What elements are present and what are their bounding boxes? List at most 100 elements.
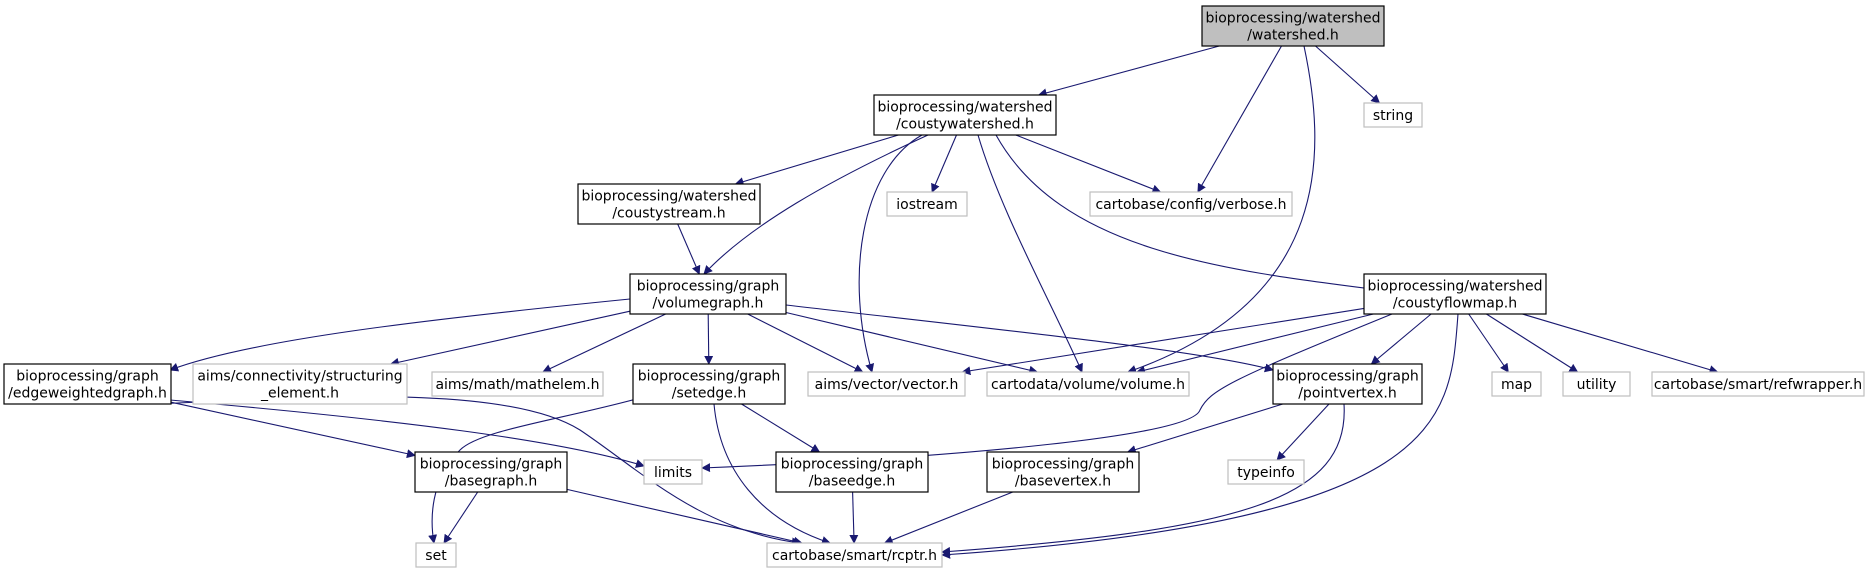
node-label-line: /basegraph.h (445, 474, 537, 490)
node-label-line: cartobase/config/verbose.h (1095, 197, 1286, 213)
node-label-line: bioprocessing/graph (638, 369, 781, 385)
edge-coustywatershed_h-to-volume_h (977, 134, 1083, 373)
node-vector_h: aims/vector/vector.h (807, 371, 966, 397)
edge-pointvertex_h-to-typeinfo (1276, 403, 1330, 461)
node-box (1272, 363, 1423, 405)
node-box (1201, 5, 1385, 47)
edge-coustywatershed_h-to-coustystream_h (734, 134, 899, 186)
node-box (1651, 371, 1865, 397)
edge-basegraph_h-to-set (443, 491, 479, 544)
node-label-line: aims/vector/vector.h (815, 377, 959, 393)
node-box (643, 459, 703, 485)
node-edgeweightedgraph_h[interactable]: bioprocessing/graph/edgeweightedgraph.h (3, 363, 172, 405)
edge-volumegraph_h-to-pointvertex_h (785, 304, 1274, 373)
dependency-edges (149, 45, 1719, 559)
node-rcptr_h: cartobase/smart/rcptr.h (766, 542, 943, 568)
node-label-line: utility (1577, 377, 1617, 393)
edge-coustyflowmap_h-to-volume_h (1136, 313, 1374, 375)
node-label-line: /volumegraph.h (653, 296, 764, 312)
node-label-line: aims/math/mathelem.h (435, 377, 599, 393)
node-box (986, 451, 1140, 493)
node-box (807, 371, 966, 397)
node-verbose_h: cartobase/config/verbose.h (1089, 191, 1293, 217)
node-box (1491, 371, 1542, 397)
node-coustyflowmap_h[interactable]: bioprocessing/watershed/coustyflowmap.h (1363, 273, 1547, 315)
node-box (1227, 459, 1305, 485)
node-coustywatershed_h[interactable]: bioprocessing/watershed/coustywatershed.… (873, 94, 1057, 136)
node-label-line: bioprocessing/graph (16, 369, 159, 385)
node-label-line: map (1501, 377, 1532, 393)
node-box (873, 94, 1057, 136)
node-box (192, 363, 408, 405)
edge-pointvertex_h-to-basevertex_h (1126, 403, 1283, 454)
node-basegraph_h[interactable]: bioprocessing/graph/basegraph.h (414, 451, 568, 493)
node-set: set (415, 542, 457, 568)
node-label-line: bioprocessing/watershed (1205, 11, 1380, 27)
node-setedge_h[interactable]: bioprocessing/graph/setedge.h (632, 363, 786, 405)
node-label-line: limits (654, 465, 692, 481)
dependency-nodes: bioprocessing/watershed/watershed.hbiopr… (3, 5, 1865, 568)
edge-watershed_h-to-volume_h (1127, 45, 1316, 374)
edge-volumegraph_h-to-edgeweightedgraph_h (169, 298, 631, 372)
node-watershed_h[interactable]: bioprocessing/watershed/watershed.h (1201, 5, 1385, 47)
edge-edgeweightedgraph_h-to-basegraph_h (170, 401, 416, 459)
edge-coustywatershed_h-to-volumegraph_h (703, 134, 929, 275)
edge-coustyflowmap_h-to-vector_h (961, 307, 1365, 376)
node-label-line: /setedge.h (672, 386, 746, 402)
node-label-line: bioprocessing/graph (781, 457, 924, 473)
edge-edgeweightedgraph_h-to-limits (169, 399, 645, 468)
edge-coustystream_h-to-volumegraph_h (677, 223, 701, 275)
node-label-line: /edgeweightedgraph.h (8, 386, 167, 402)
node-box (766, 542, 943, 568)
node-label-line: /basevertex.h (1015, 474, 1111, 490)
edge-baseedge_h-to-rcptr_h (849, 491, 859, 544)
node-baseedge_h[interactable]: bioprocessing/graph/baseedge.h (775, 451, 929, 493)
node-label-line: /pointvertex.h (1298, 386, 1397, 402)
node-coustystream_h[interactable]: bioprocessing/watershed/coustystream.h (577, 183, 761, 225)
node-label-line: bioprocessing/watershed (877, 100, 1052, 116)
edge-coustyflowmap_h-to-map (1468, 313, 1509, 373)
node-basevertex_h[interactable]: bioprocessing/graph/basevertex.h (986, 451, 1140, 493)
node-box (414, 451, 568, 493)
node-box (431, 371, 604, 397)
node-volumegraph_h[interactable]: bioprocessing/graph/volumegraph.h (629, 273, 787, 315)
node-label-line: bioprocessing/graph (637, 279, 780, 295)
edge-watershed_h-to-verbose_h (1197, 45, 1282, 193)
edge-setedge_h-to-set (428, 397, 641, 544)
node-label-line: cartodata/volume/volume.h (991, 377, 1185, 393)
node-box (886, 191, 968, 217)
node-box (415, 542, 457, 568)
node-label-line: /coustywatershed.h (896, 117, 1034, 133)
edge-volumegraph_h-to-vector_h (747, 313, 864, 373)
node-box (1562, 371, 1631, 397)
node-utility: utility (1562, 371, 1631, 397)
edge-coustywatershed_h-to-verbose_h (1015, 134, 1162, 194)
edge-watershed_h-to-coustywatershed_h (1037, 45, 1220, 98)
edge-coustywatershed_h-to-coustyflowmap_h (995, 134, 1381, 294)
node-label-line: bioprocessing/graph (420, 457, 563, 473)
edge-volumegraph_h-to-structuring_element_h (389, 310, 631, 367)
edge-coustyflowmap_h-to-rcptr_h (941, 313, 1459, 559)
node-label-line: bioprocessing/watershed (1367, 279, 1542, 295)
edge-setedge_h-to-rcptr_h (713, 403, 831, 545)
node-box (577, 183, 761, 225)
node-box (629, 273, 787, 315)
edge-volumegraph_h-to-volume_h (785, 311, 1039, 375)
node-box (1363, 102, 1423, 128)
node-label-line: /coustystream.h (612, 206, 725, 222)
node-pointvertex_h[interactable]: bioprocessing/graph/pointvertex.h (1272, 363, 1423, 405)
node-label-line: bioprocessing/graph (992, 457, 1135, 473)
edge-coustywatershed_h-to-vector_h (858, 134, 923, 373)
edge-coustywatershed_h-to-iostream (931, 134, 958, 193)
node-label-line: typeinfo (1237, 465, 1295, 481)
node-map: map (1491, 371, 1542, 397)
edge-volumegraph_h-to-mathelem_h (542, 313, 666, 373)
node-label-line: /baseedge.h (809, 474, 895, 490)
node-box (3, 363, 172, 405)
node-box (775, 451, 929, 493)
edge-basegraph_h-to-rcptr_h (566, 488, 803, 546)
node-box (632, 363, 786, 405)
node-label-line: /watershed.h (1247, 28, 1339, 44)
node-box (986, 371, 1190, 397)
